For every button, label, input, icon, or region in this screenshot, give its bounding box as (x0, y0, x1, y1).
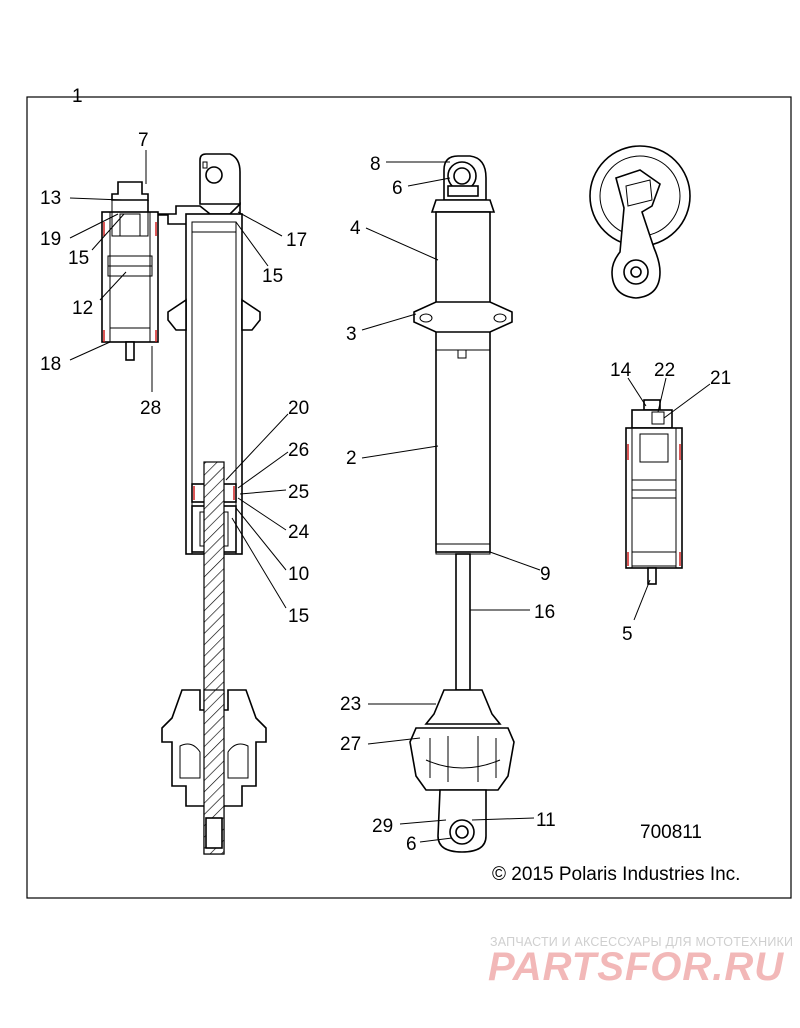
callout-23: 23 (340, 694, 361, 715)
callout-15-c: 15 (288, 606, 309, 627)
callout-2: 2 (346, 448, 357, 469)
reference-number: 700811 (640, 822, 702, 843)
copyright-notice: © 2015 Polaris Industries Inc. (492, 864, 740, 885)
diagram-frame (26, 96, 792, 899)
cutaway-shock-drawing (101, 153, 267, 855)
callout-27: 27 (340, 734, 361, 755)
callout-12: 12 (72, 298, 93, 319)
watermark-logo: PARTSFOR.RU (488, 945, 784, 989)
callout-17: 17 (286, 230, 307, 251)
callout-14: 14 (610, 360, 632, 381)
callout-19: 19 (40, 229, 61, 250)
assembled-shock-drawing (409, 155, 515, 853)
callout-3: 3 (346, 324, 357, 345)
callout-11: 11 (536, 810, 556, 831)
callout-29: 29 (372, 816, 393, 837)
callout-9: 9 (540, 564, 551, 585)
callout-6-a: 6 (392, 178, 403, 199)
leader-lines (69, 150, 711, 843)
callout-20: 20 (288, 398, 309, 419)
callout-1: 1 (72, 86, 83, 107)
callout-6-b: 6 (406, 834, 417, 855)
watermark-tagline: ЗАПЧАСТИ И АКСЕССУАРЫ ДЛЯ МОТОТЕХНИКИ (490, 935, 793, 949)
callout-25: 25 (288, 482, 309, 503)
callout-21: 21 (710, 368, 731, 389)
callout-18: 18 (40, 354, 61, 375)
callout-24: 24 (288, 522, 310, 543)
callout-4: 4 (350, 218, 361, 239)
callout-15-b: 15 (262, 266, 283, 287)
callout-labels: 1 7 13 19 15 12 18 28 17 15 20 26 25 24 … (40, 86, 731, 855)
callout-10: 10 (288, 564, 309, 585)
callout-22: 22 (654, 360, 675, 381)
shock-end-view-drawing (589, 145, 691, 299)
reservoir-detail-drawing (625, 399, 683, 585)
callout-13: 13 (40, 188, 61, 209)
callout-15-a: 15 (68, 248, 89, 269)
callout-5: 5 (622, 624, 633, 645)
callout-16: 16 (534, 602, 555, 623)
watermark: ЗАПЧАСТИ И АКСЕССУАРЫ ДЛЯ МОТОТЕХНИКИ PA… (488, 935, 793, 989)
callout-28: 28 (140, 398, 161, 419)
callout-26: 26 (288, 440, 309, 461)
callout-8: 8 (370, 154, 381, 175)
callout-7: 7 (138, 130, 149, 151)
